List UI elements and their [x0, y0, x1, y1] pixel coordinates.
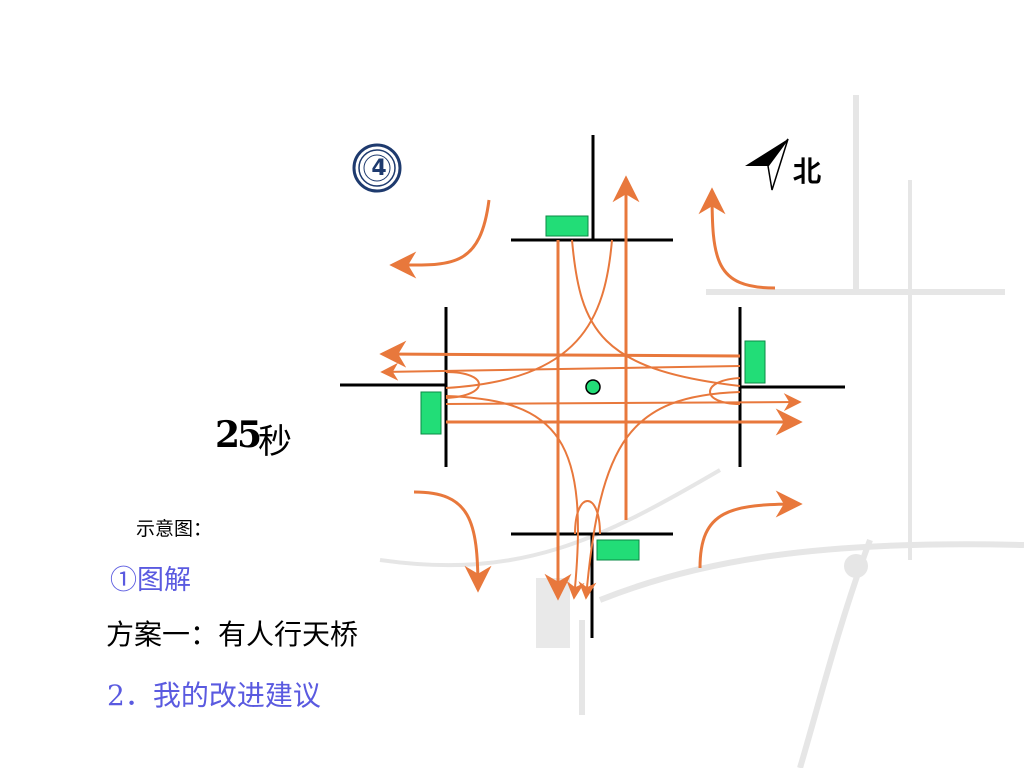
flow-curve-1 — [571, 239, 741, 387]
flow-turn-northeast — [698, 187, 776, 290]
flow-curve-3 — [445, 395, 585, 600]
timer-unit: 秒 — [258, 422, 292, 462]
signal-north — [545, 215, 589, 237]
flow-uturn-east — [709, 377, 741, 405]
flow-turn-southeast — [698, 490, 803, 569]
illustration-heading: ①图解 — [110, 565, 191, 596]
signal-east — [744, 340, 766, 384]
traffic-signals — [420, 215, 766, 561]
circled-number-badge-icon — [352, 143, 402, 193]
flow-turn-northwest — [389, 199, 491, 279]
north-label: 北 — [793, 155, 822, 188]
badge-number: 4 — [371, 155, 386, 181]
flow-uturn-west — [445, 371, 480, 399]
flow-curve-2 — [445, 239, 613, 389]
diagram-caption: 示意图： — [136, 518, 213, 540]
plan-heading: 方案一：有人行天桥 — [106, 618, 359, 651]
flow-arrows — [379, 175, 803, 601]
background-decoration — [379, 95, 1024, 768]
signal-west — [420, 391, 442, 435]
north-arrow-icon — [745, 138, 789, 191]
flow-turn-southwest — [413, 490, 492, 593]
flow-uturn-south — [574, 500, 601, 535]
flow-westbound-straight-2 — [380, 362, 741, 381]
road-edges — [340, 135, 845, 638]
suggestion-heading: 2．我的改进建议 — [107, 679, 321, 712]
flow-curve-4 — [578, 391, 741, 600]
center-island-icon — [585, 379, 601, 395]
signal-south — [596, 539, 640, 561]
timer-value: 25 — [215, 414, 262, 456]
